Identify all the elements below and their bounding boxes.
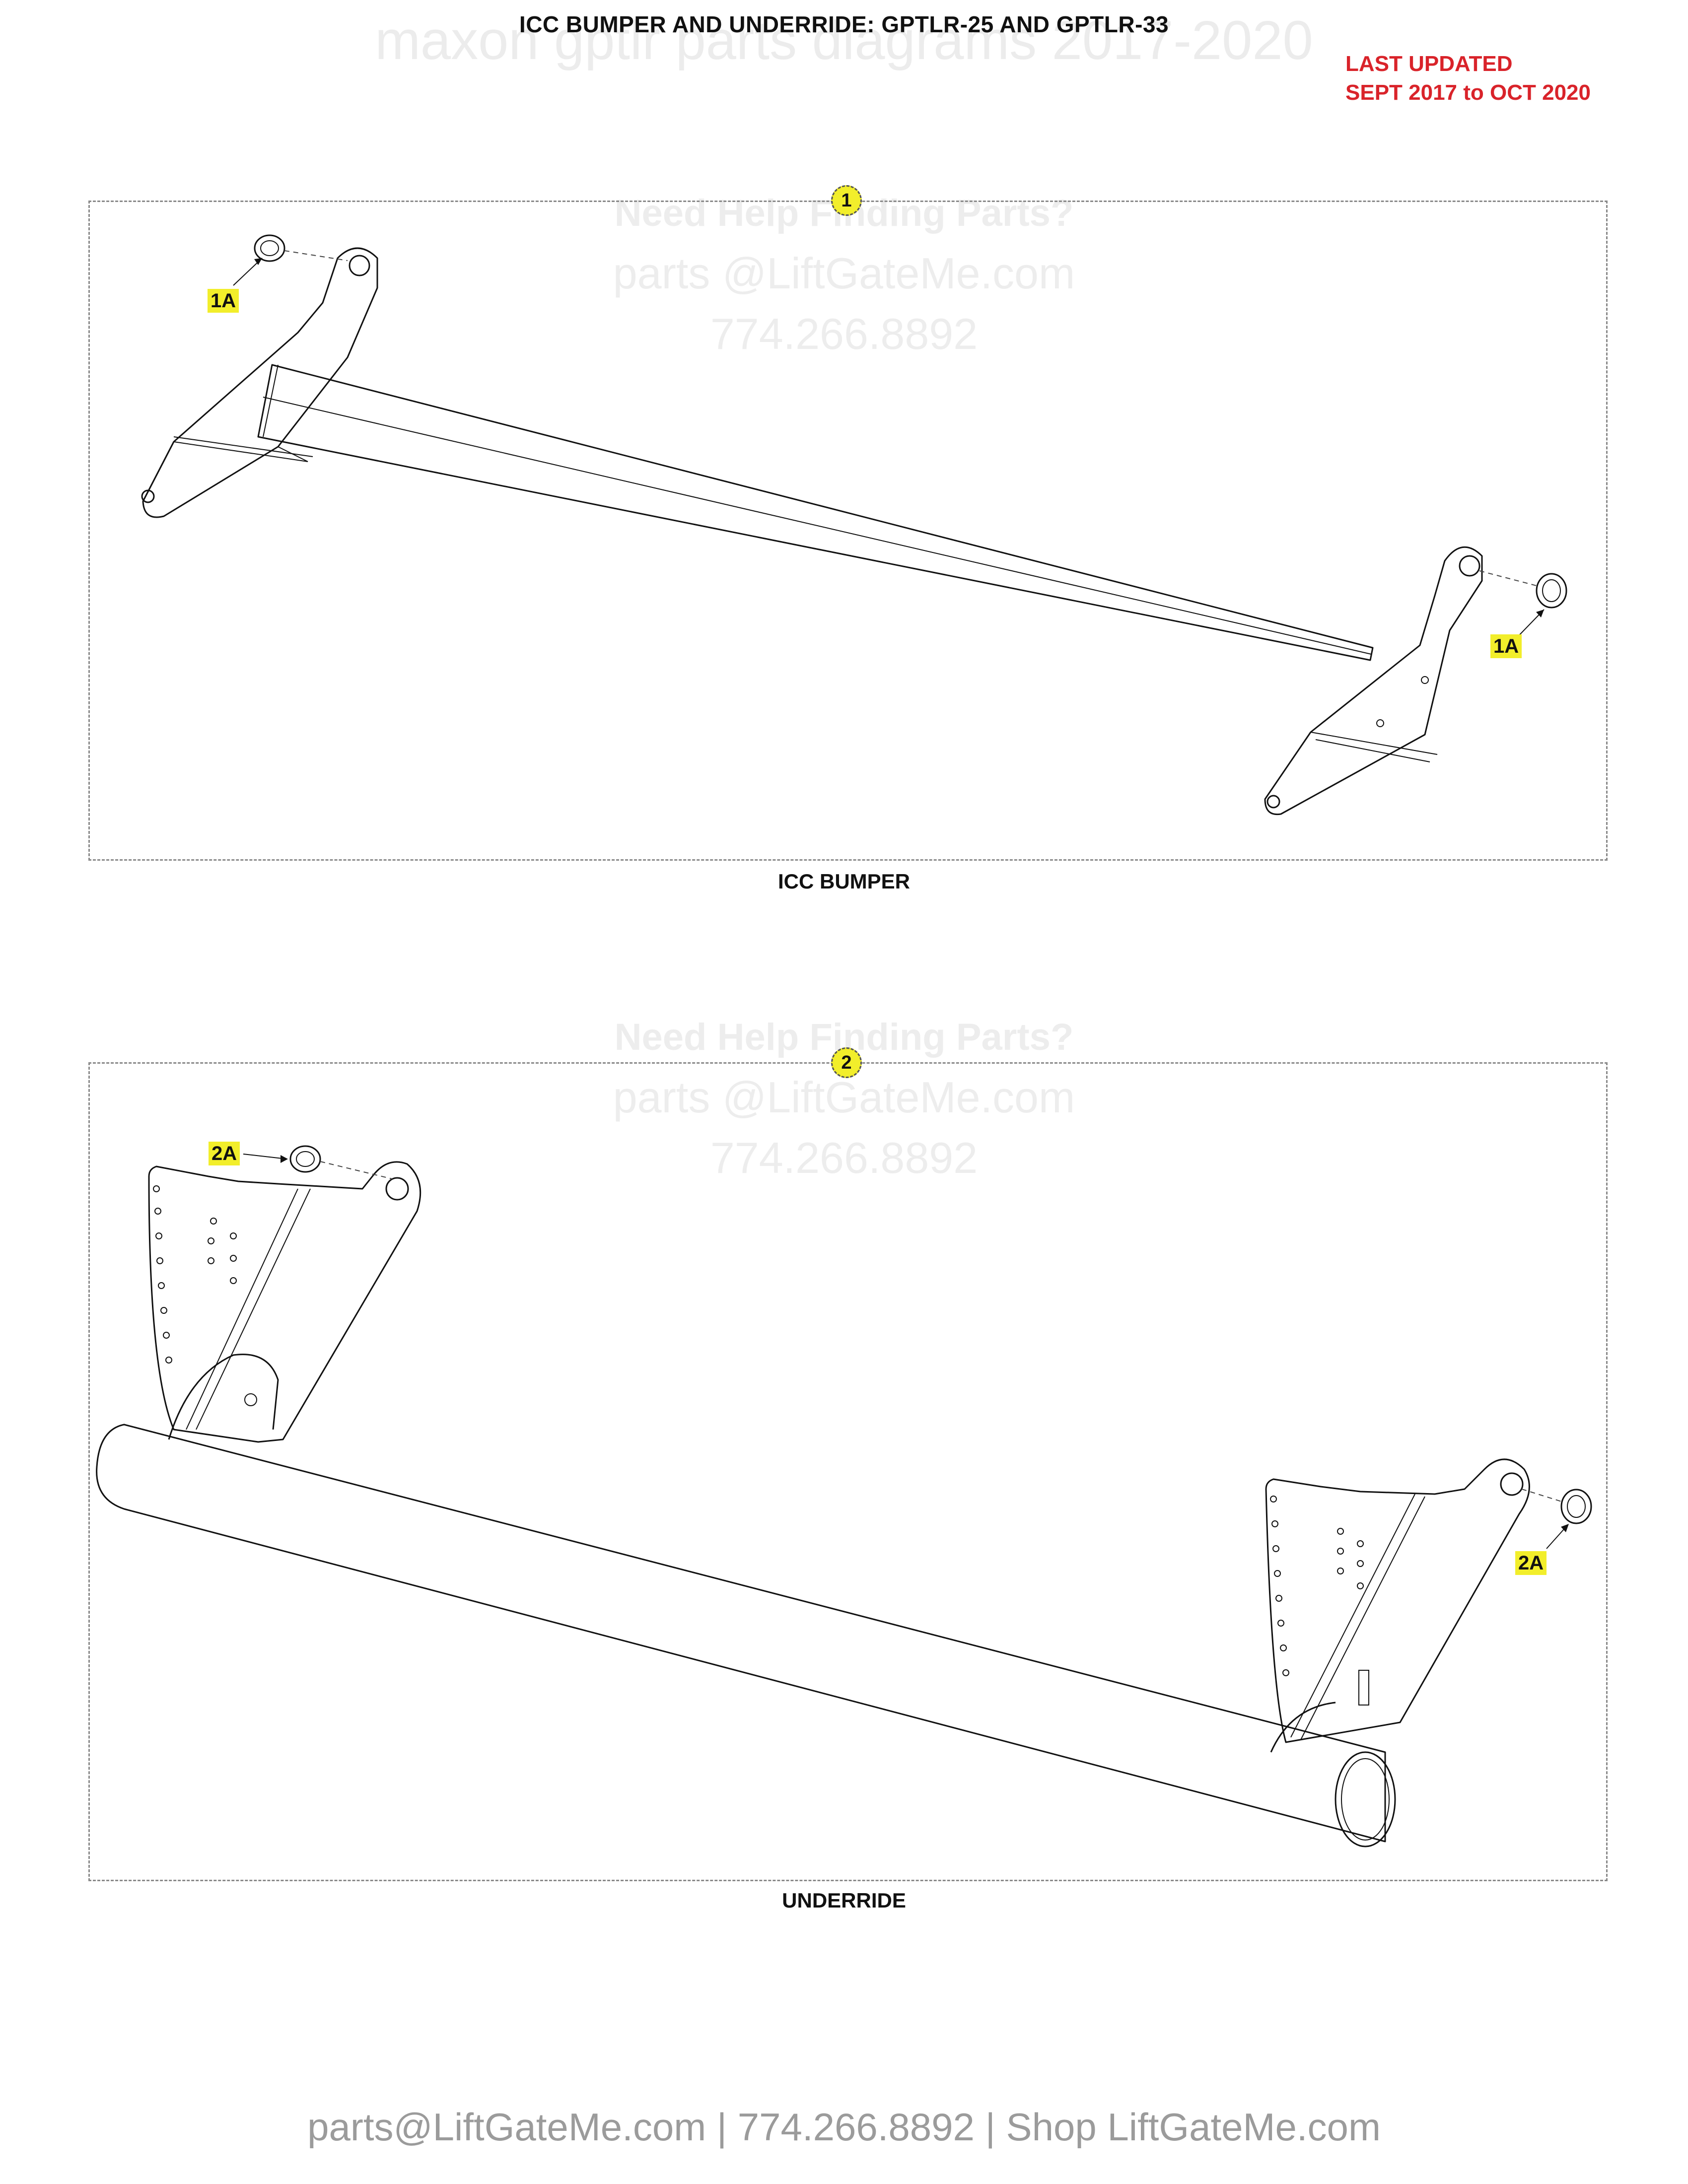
help-phone: 774.266.8892 bbox=[710, 309, 978, 358]
part-tag-1a-left: 1A bbox=[208, 289, 239, 313]
part-tag-2a-right: 2A bbox=[1515, 1551, 1547, 1575]
icc-bumper-drawing bbox=[141, 234, 1567, 816]
footer-contact: parts@LiftGateMe.com | 774.266.8892 | Sh… bbox=[307, 2105, 1381, 2149]
part-tag-2a-left: 2A bbox=[209, 1142, 240, 1165]
panel-caption-icc-bumper: ICC BUMPER bbox=[777, 870, 910, 893]
item-callout-2: 2 bbox=[831, 1047, 862, 1078]
help-email: parts @LiftGateMe.com bbox=[613, 1073, 1075, 1122]
help-phone: 774.266.8892 bbox=[710, 1133, 978, 1182]
item-callout-1: 1 bbox=[831, 185, 862, 216]
part-tag-1a-right: 1A bbox=[1490, 634, 1522, 658]
last-updated-note: LAST UPDATED SEPT 2017 to OCT 2020 bbox=[1345, 50, 1591, 107]
help-email: parts @LiftGateMe.com bbox=[613, 249, 1075, 298]
last-updated-range: SEPT 2017 to OCT 2020 bbox=[1345, 80, 1591, 105]
underride-drawing bbox=[96, 1145, 1592, 1847]
page-title: ICC BUMPER AND UNDERRIDE: GPTLR-25 AND G… bbox=[519, 11, 1169, 37]
panel-caption-underride: UNDERRIDE bbox=[782, 1889, 906, 1912]
top-watermark: maxon gptlr parts diagrams 2017-2020 bbox=[375, 10, 1313, 71]
last-updated-label: LAST UPDATED bbox=[1345, 52, 1513, 76]
